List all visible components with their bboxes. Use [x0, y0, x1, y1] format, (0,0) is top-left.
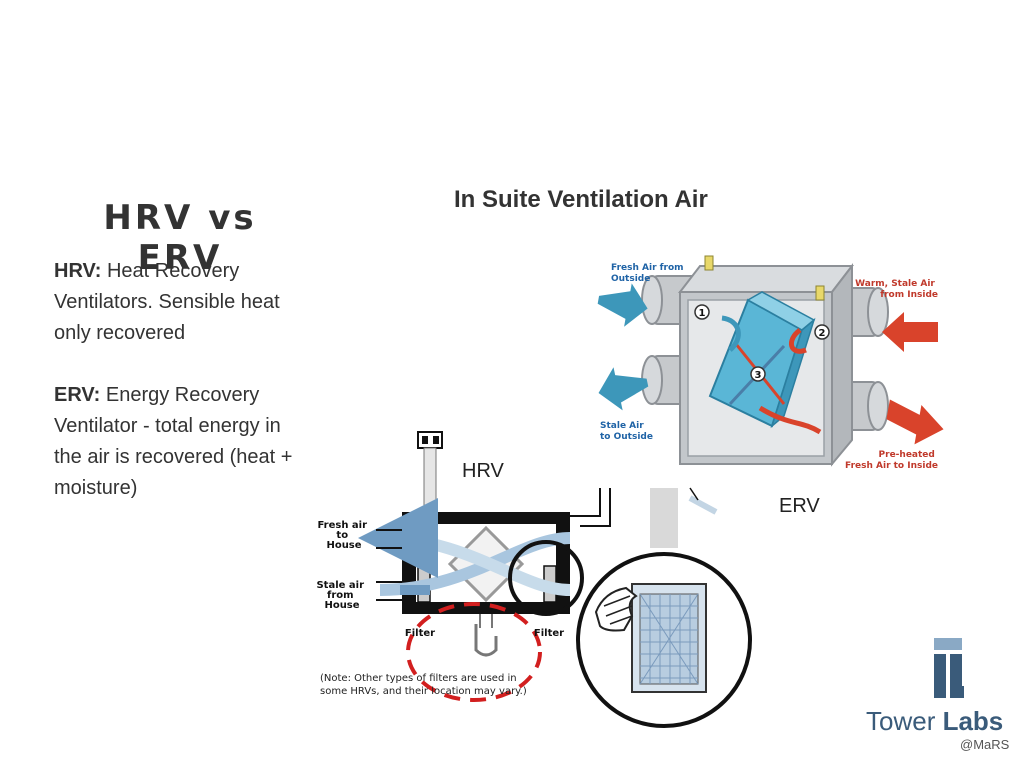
body-text: HRV: Heat Recovery Ventilators. Sensible…	[54, 256, 294, 535]
label-filter-left: Filter	[405, 628, 435, 639]
filter-closeup	[576, 487, 752, 728]
hrv-definition: HRV: Heat Recovery Ventilators. Sensible…	[54, 256, 294, 349]
label-fresh-air-to-house: Fresh air to House	[317, 520, 370, 551]
tower-labs-mark-icon	[934, 638, 964, 698]
hrv-description: Heat Recovery Ventilators. Sensible heat…	[54, 260, 280, 344]
hrv-schematic: Fresh air to House Stale air from House …	[316, 431, 678, 702]
hrv-note: (Note: Other types of filters are used i…	[320, 673, 527, 697]
erv-description: Energy Recovery Ventilator - total energ…	[54, 384, 293, 499]
logo-brand-bold: Labs	[942, 706, 1004, 736]
tower-labs-logo: Tower Labs @MaRS	[858, 636, 1018, 756]
erv-label: ERV	[779, 495, 820, 517]
erv-term: ERV:	[54, 384, 101, 406]
marker-3: 3	[755, 370, 762, 381]
label-pre-heated-fresh-air-to-inside: Pre-heated Fresh Air to Inside	[845, 450, 938, 471]
label-warm-stale-air-from-inside: Warm, Stale Air from Inside	[855, 279, 938, 300]
marker-1: 1	[699, 308, 706, 319]
slide-title: HRV vs ERV	[103, 198, 257, 278]
erv-definition: ERV: Energy Recovery Ventilator - total …	[54, 380, 294, 504]
hrv-label: HRV	[462, 460, 504, 482]
figure-heading: In Suite Ventilation Air	[454, 186, 708, 213]
label-stale-air-to-outside: Stale Air to Outside	[600, 421, 653, 442]
logo-subtext: @MaRS	[960, 737, 1010, 752]
logo-brand-regular: Tower	[866, 706, 943, 736]
erv-unit-illustration: 1 2 3 Fresh Air from Outside Warm, Stale…	[594, 246, 974, 471]
label-stale-air-from-house: Stale air from House	[316, 580, 367, 611]
marker-2: 2	[819, 328, 826, 339]
label-fresh-air-from-outside: Fresh Air from Outside	[611, 263, 687, 284]
hrv-term: HRV:	[54, 260, 102, 282]
label-filter-right: Filter	[534, 628, 564, 639]
logo-text: Tower Labs	[866, 706, 1003, 737]
